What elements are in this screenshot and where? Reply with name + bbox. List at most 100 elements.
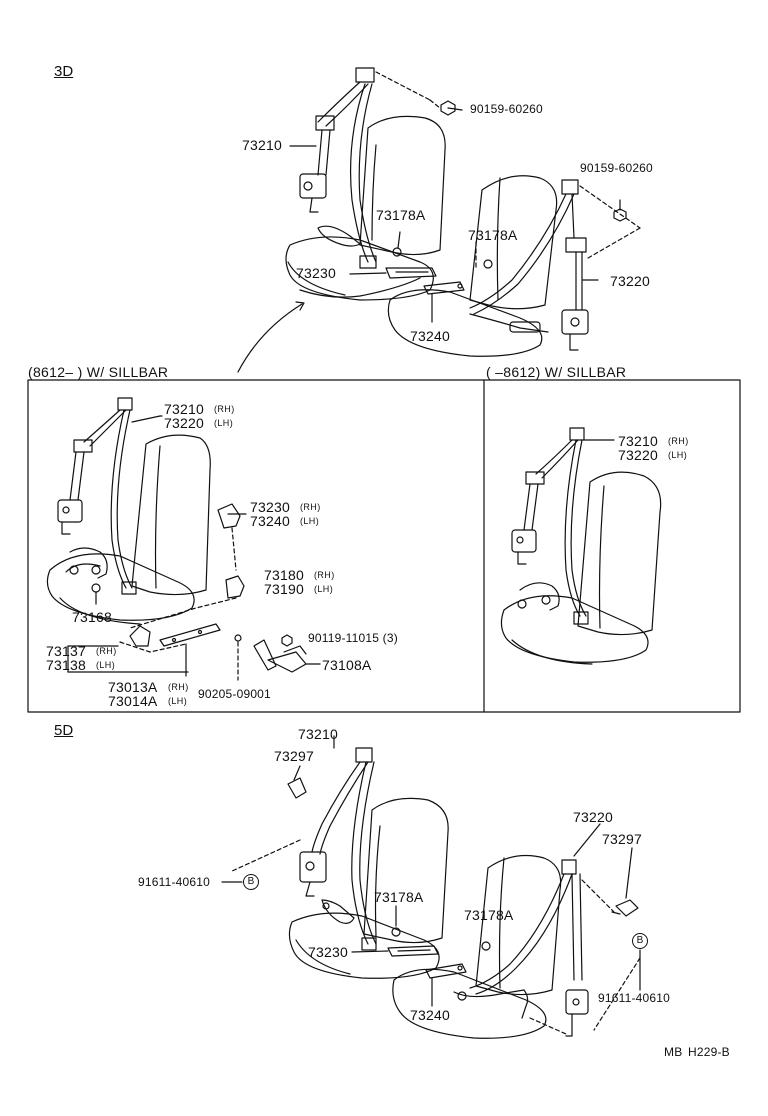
buckle-5d-lh (425, 963, 467, 979)
part-5d-belt-lh: 73220 (573, 809, 613, 825)
box-left-cover-lh: 73190 (264, 581, 304, 597)
box-left-bracket-rh: 73137 (46, 643, 86, 659)
box-left-cover-lh-side: (LH) (314, 584, 334, 594)
anchor-3d-left (392, 247, 402, 257)
box-left-cover-rh-side: (RH) (314, 570, 335, 580)
part-5d-buckle-lh: 73240 (410, 1007, 450, 1023)
box-right-belt-rh: 73210 (618, 433, 658, 449)
part-3d-anchor-left: 73178A (376, 207, 426, 223)
part-3d-anchor-right: 73178A (468, 227, 518, 243)
belt-box-right (511, 427, 615, 625)
left-box-header: (8612– ) W/ SILLBAR (28, 364, 169, 380)
section-3d-label: 3D (54, 63, 74, 80)
box-left-bolt: 90119-11015 (3) (308, 631, 398, 645)
box-left-screw: 90205-09001 (198, 687, 271, 701)
leader-3d-buckle-rh (349, 272, 387, 275)
anchor-3d-right (483, 259, 493, 269)
arrow-3d-head (295, 301, 305, 311)
right-box-header: ( –8612) W/ SILLBAR (486, 364, 627, 380)
box-left-nut: 73168 (72, 609, 112, 625)
belt-3d-right (469, 179, 641, 351)
box-left-sillbar-rh-side: (RH) (168, 682, 189, 692)
belt-3d-left (299, 67, 441, 269)
box-left-buckle-lh-side: (LH) (300, 516, 320, 526)
box-left-belt-rh-side: (RH) (214, 404, 235, 414)
leader-5d-cover-left (293, 765, 301, 781)
part-5d-anchor-right: 73178A (464, 907, 514, 923)
bracket-box (129, 625, 151, 647)
part-5d-belt-rh: 73210 (298, 726, 338, 742)
seat-box-left (46, 434, 211, 625)
part-5d-cover-left: 73297 (274, 748, 314, 764)
box-left-buckle-lh: 73240 (250, 513, 290, 529)
leader-3d-anchor-left (397, 231, 401, 249)
part-3d-belt-rh: 73210 (242, 137, 282, 153)
box-left-sillbar-lh-side: (LH) (168, 696, 188, 706)
box-left-belt-lh-side: (LH) (214, 418, 234, 428)
footer-code: H229-B (688, 1045, 730, 1059)
box-left-plate: 73108A (322, 657, 372, 673)
cover-box (225, 575, 245, 599)
belt-box-left (57, 397, 161, 595)
box-right-belt-rh-side: (RH) (668, 436, 689, 446)
part-5d-cover-right: 73297 (602, 831, 642, 847)
belt-5d-left (299, 747, 377, 951)
leader-buckle-box (231, 527, 237, 571)
plate-box (253, 639, 307, 673)
anchor-5d-right (481, 941, 491, 951)
leader-bracket (119, 641, 187, 653)
box-left-bracket-lh-side: (LH) (96, 660, 116, 670)
seat-3d-left (285, 115, 446, 301)
box-left-bracket-lh: 73138 (46, 657, 86, 673)
buckle-5d-rh (387, 945, 439, 957)
seat-5d-left (288, 797, 449, 979)
bolt-3d-right (613, 199, 627, 222)
leader-5d-bolt-right (593, 957, 641, 1031)
seat-box-right (500, 471, 662, 665)
leader-5d-cover-right (625, 847, 633, 899)
box-left-sillbar-rh: 73013A (108, 679, 158, 695)
box-left-buckle-rh: 73230 (250, 499, 290, 515)
box-right-belt-lh: 73220 (618, 447, 658, 463)
box-left-belt-lh: 73220 (164, 415, 204, 431)
cover-5d-right (615, 899, 639, 917)
box-left-sillbar-lh: 73014A (108, 693, 158, 709)
box-left-buckle-rh-side: (RH) (300, 502, 321, 512)
footer-code-prefix: MB (664, 1045, 683, 1059)
part-5d-buckle-rh: 73230 (308, 944, 348, 960)
bolt-3d-top (440, 100, 463, 116)
buckle-3d-rh (385, 267, 437, 279)
part-3d-belt-lh: 73220 (610, 273, 650, 289)
part-3d-buckle-lh: 73240 (410, 328, 450, 344)
part-5d-anchor-left: 73178A (374, 889, 424, 905)
section-5d-label: 5D (54, 722, 74, 739)
box-left-belt-rh: 73210 (164, 401, 204, 417)
part-5d-bolt-right: 91611-40610 (598, 991, 671, 1005)
part-5d-bolt-left: 91611-40610 (138, 875, 211, 889)
ref-5d-b-left: B (243, 874, 259, 890)
leader-5d-bolt-left (229, 839, 301, 873)
bolt-box (281, 634, 293, 647)
part-3d-buckle-rh: 73230 (296, 265, 336, 281)
sillbar-box (159, 623, 221, 647)
anchor-5d-left (391, 927, 401, 937)
buckle-box (217, 503, 247, 529)
buckle-3d-lh (423, 281, 465, 295)
box-right-belt-lh-side: (LH) (668, 450, 688, 460)
part-3d-bolt-top: 90159-60260 (470, 102, 543, 116)
cover-5d-left (287, 777, 307, 799)
nut-box-left (91, 583, 101, 593)
part-3d-bolt-right: 90159-60260 (580, 161, 653, 175)
box-left-cover-rh: 73180 (264, 567, 304, 583)
ref-5d-b-right: B (632, 933, 648, 949)
leader-5d-buckle-rh (351, 950, 389, 953)
screw-box (234, 634, 242, 642)
box-left-bracket-rh-side: (RH) (96, 646, 117, 656)
leader-cover (129, 597, 237, 629)
arrow-3d-to-box (237, 303, 303, 373)
floor-3d-left (299, 277, 421, 298)
leader-5d-belt-lh (573, 823, 601, 857)
belt-5d-right (453, 859, 621, 1037)
detail-box (27, 379, 741, 713)
